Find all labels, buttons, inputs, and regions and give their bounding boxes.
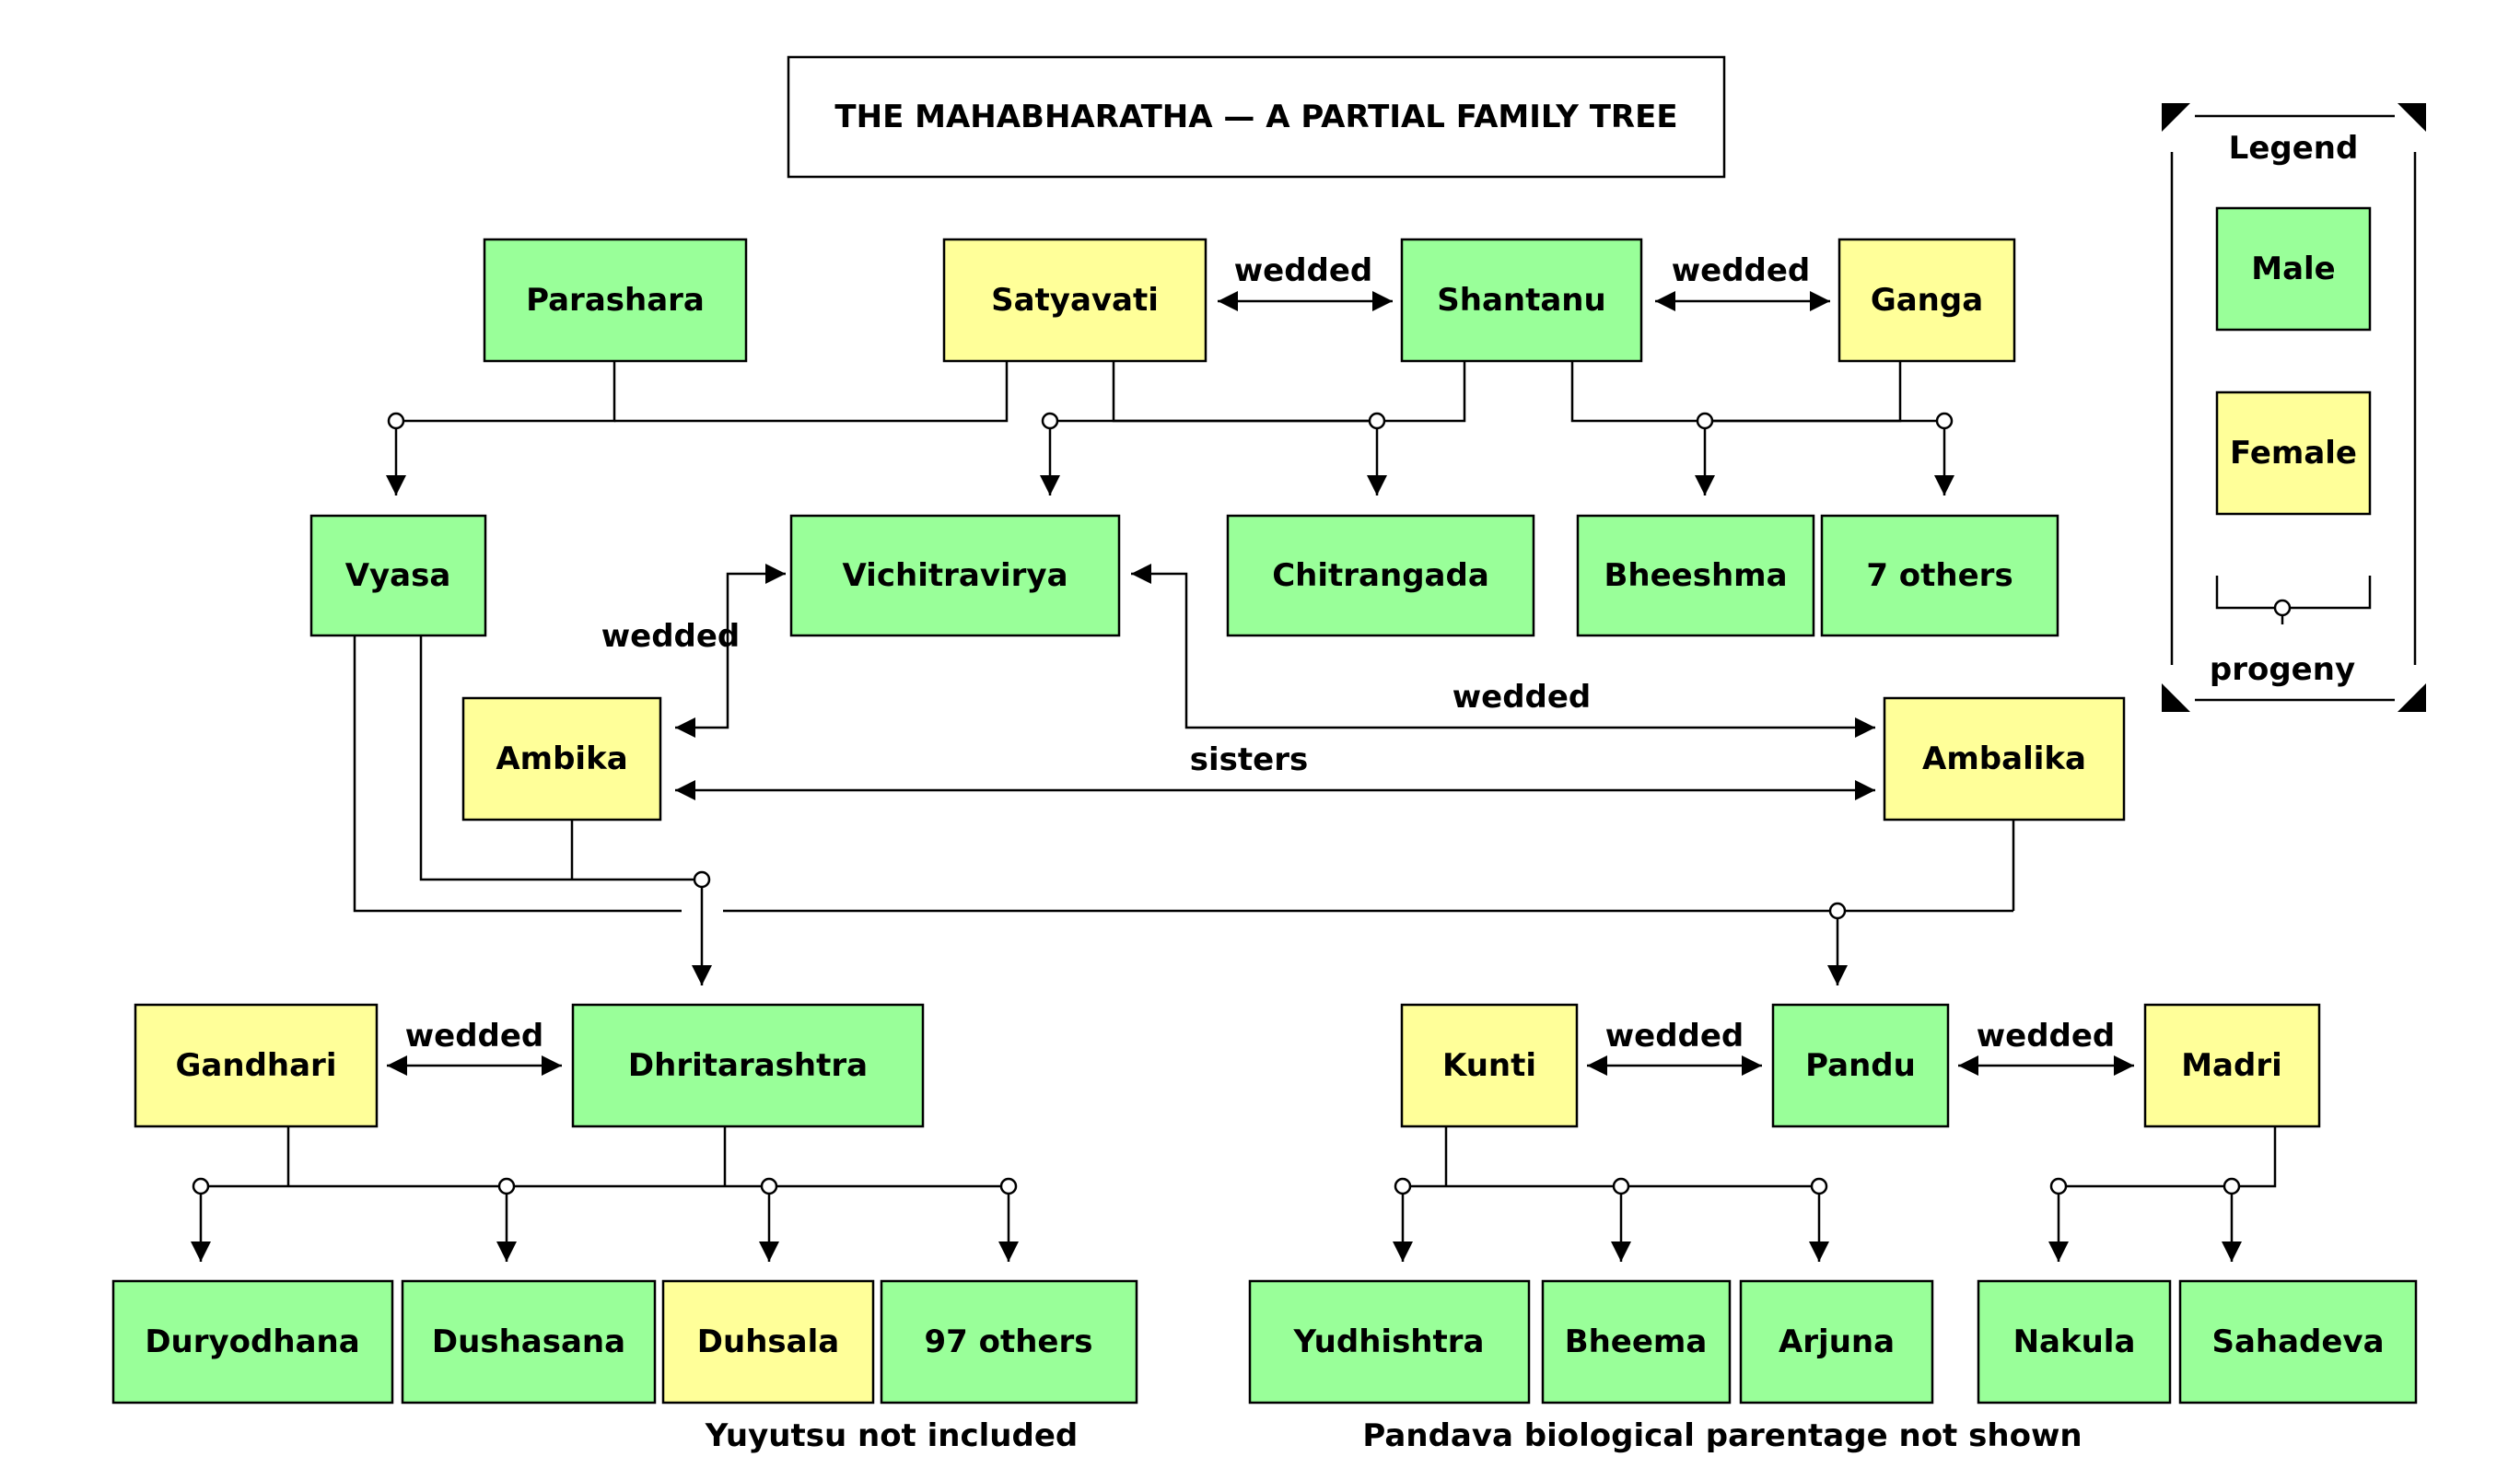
node-chitrangada: Chitrangada bbox=[1226, 514, 1535, 637]
node-duhsala: Duhsala bbox=[661, 1279, 875, 1405]
node-pandu: Pandu bbox=[1771, 1003, 1950, 1128]
svg-text:7 others: 7 others bbox=[1866, 557, 2012, 594]
svg-text:Ambika: Ambika bbox=[496, 740, 627, 777]
node-dhritarashtra: Dhritarashtra bbox=[571, 1003, 925, 1128]
node-ambika: Ambika bbox=[461, 696, 662, 822]
node-gandhari: Gandhari bbox=[134, 1003, 379, 1128]
svg-text:Satyavati: Satyavati bbox=[991, 282, 1159, 319]
node-nakula: Nakula bbox=[1977, 1279, 2172, 1405]
legend: Legend Male Female progeny bbox=[2162, 103, 2426, 712]
svg-text:Ganga: Ganga bbox=[1871, 282, 1983, 319]
node-bheema: Bheema bbox=[1541, 1279, 1732, 1405]
node-parashara: Parashara bbox=[483, 238, 748, 363]
legend-female-label: Female bbox=[2230, 435, 2357, 472]
legend-title: Legend bbox=[2229, 130, 2359, 167]
svg-text:Kunti: Kunti bbox=[1442, 1047, 1536, 1084]
node-bheeshma: Bheeshma bbox=[1576, 514, 1815, 637]
svg-text:Shantanu: Shantanu bbox=[1437, 282, 1605, 319]
svg-text:Arjuna: Arjuna bbox=[1779, 1323, 1895, 1360]
svg-text:Madri: Madri bbox=[2181, 1047, 2282, 1084]
node-ninety-seven-others: 97 others bbox=[880, 1279, 1138, 1405]
edge-labels: wedded wedded wedded wedded sisters wedd… bbox=[405, 252, 2116, 1055]
svg-text:Dushasana: Dushasana bbox=[432, 1323, 625, 1360]
legend-male-swatch: Male bbox=[2215, 206, 2372, 332]
note-pandava: Pandava biological parentage not shown bbox=[1362, 1417, 2082, 1454]
node-shantanu: Shantanu bbox=[1400, 238, 1643, 363]
node-satyavati: Satyavati bbox=[942, 238, 1208, 363]
label-wedded-kunti-pandu: wedded bbox=[1605, 1018, 1744, 1055]
node-ambalika: Ambalika bbox=[1883, 696, 2126, 822]
svg-text:Duryodhana: Duryodhana bbox=[145, 1323, 359, 1360]
svg-text:Nakula: Nakula bbox=[2013, 1323, 2136, 1360]
connectors bbox=[191, 291, 2277, 1262]
svg-text:Bheema: Bheema bbox=[1565, 1323, 1708, 1360]
svg-text:Chitrangada: Chitrangada bbox=[1272, 557, 1489, 594]
node-duryodhana: Duryodhana bbox=[111, 1279, 394, 1405]
legend-male-label: Male bbox=[2251, 251, 2336, 287]
nodes: Parashara Satyavati Shantanu Ganga Vyasa… bbox=[111, 238, 2418, 1405]
legend-corner-icon bbox=[2162, 103, 2190, 132]
label-sisters-ambika-ambalika: sisters bbox=[1190, 741, 1308, 778]
node-dushasana: Dushasana bbox=[401, 1279, 657, 1405]
legend-female-swatch: Female bbox=[2215, 390, 2372, 516]
svg-text:Parashara: Parashara bbox=[526, 282, 705, 319]
svg-text:Dhritarashtra: Dhritarashtra bbox=[628, 1047, 868, 1084]
label-wedded-pandu-madri: wedded bbox=[1977, 1018, 2116, 1055]
node-seven-others: 7 others bbox=[1820, 514, 2059, 637]
node-ganga: Ganga bbox=[1838, 238, 2016, 363]
label-wedded-shantanu-ganga: wedded bbox=[1672, 252, 1811, 289]
note-yuyutsu: Yuyutsu not included bbox=[705, 1417, 1079, 1454]
node-vichitravirya: Vichitravirya bbox=[789, 514, 1121, 637]
svg-text:Vichitravirya: Vichitravirya bbox=[842, 557, 1068, 594]
label-wedded-satyavati-shantanu: wedded bbox=[1234, 252, 1373, 289]
svg-text:Vyasa: Vyasa bbox=[345, 557, 451, 594]
svg-text:Ambalika: Ambalika bbox=[1922, 740, 2086, 777]
node-vyasa: Vyasa bbox=[309, 514, 487, 637]
legend-corner-icon bbox=[2398, 683, 2426, 712]
node-yudhishtra: Yudhishtra bbox=[1248, 1279, 1531, 1405]
svg-text:Pandu: Pandu bbox=[1805, 1047, 1916, 1084]
legend-corner-icon bbox=[2398, 103, 2426, 132]
legend-progeny-symbol bbox=[2215, 576, 2372, 624]
node-arjuna: Arjuna bbox=[1739, 1279, 1934, 1405]
node-sahadeva: Sahadeva bbox=[2178, 1279, 2418, 1405]
node-madri: Madri bbox=[2143, 1003, 2321, 1128]
node-kunti: Kunti bbox=[1400, 1003, 1579, 1128]
title-box: THE MAHABHARATHA — A PARTIAL FAMILY TREE bbox=[787, 55, 1726, 179]
svg-text:Bheeshma: Bheeshma bbox=[1604, 557, 1787, 594]
legend-corner-icon bbox=[2162, 683, 2190, 712]
label-wedded-ambika-vichitravirya: wedded bbox=[601, 618, 741, 655]
progeny-dots bbox=[192, 412, 2241, 1195]
svg-text:Gandhari: Gandhari bbox=[176, 1047, 337, 1084]
legend-progeny-label: progeny bbox=[2210, 651, 2355, 688]
label-wedded-vichitravirya-ambalika: wedded bbox=[1452, 679, 1592, 716]
svg-text:97 others: 97 others bbox=[924, 1323, 1092, 1360]
svg-text:Yudhishtra: Yudhishtra bbox=[1293, 1323, 1485, 1360]
svg-text:Duhsala: Duhsala bbox=[697, 1323, 839, 1360]
label-wedded-gandhari-dhritarashtra: wedded bbox=[405, 1018, 544, 1055]
svg-text:Sahadeva: Sahadeva bbox=[2211, 1323, 2384, 1360]
page-title: THE MAHABHARATHA — A PARTIAL FAMILY TREE bbox=[834, 99, 1677, 135]
